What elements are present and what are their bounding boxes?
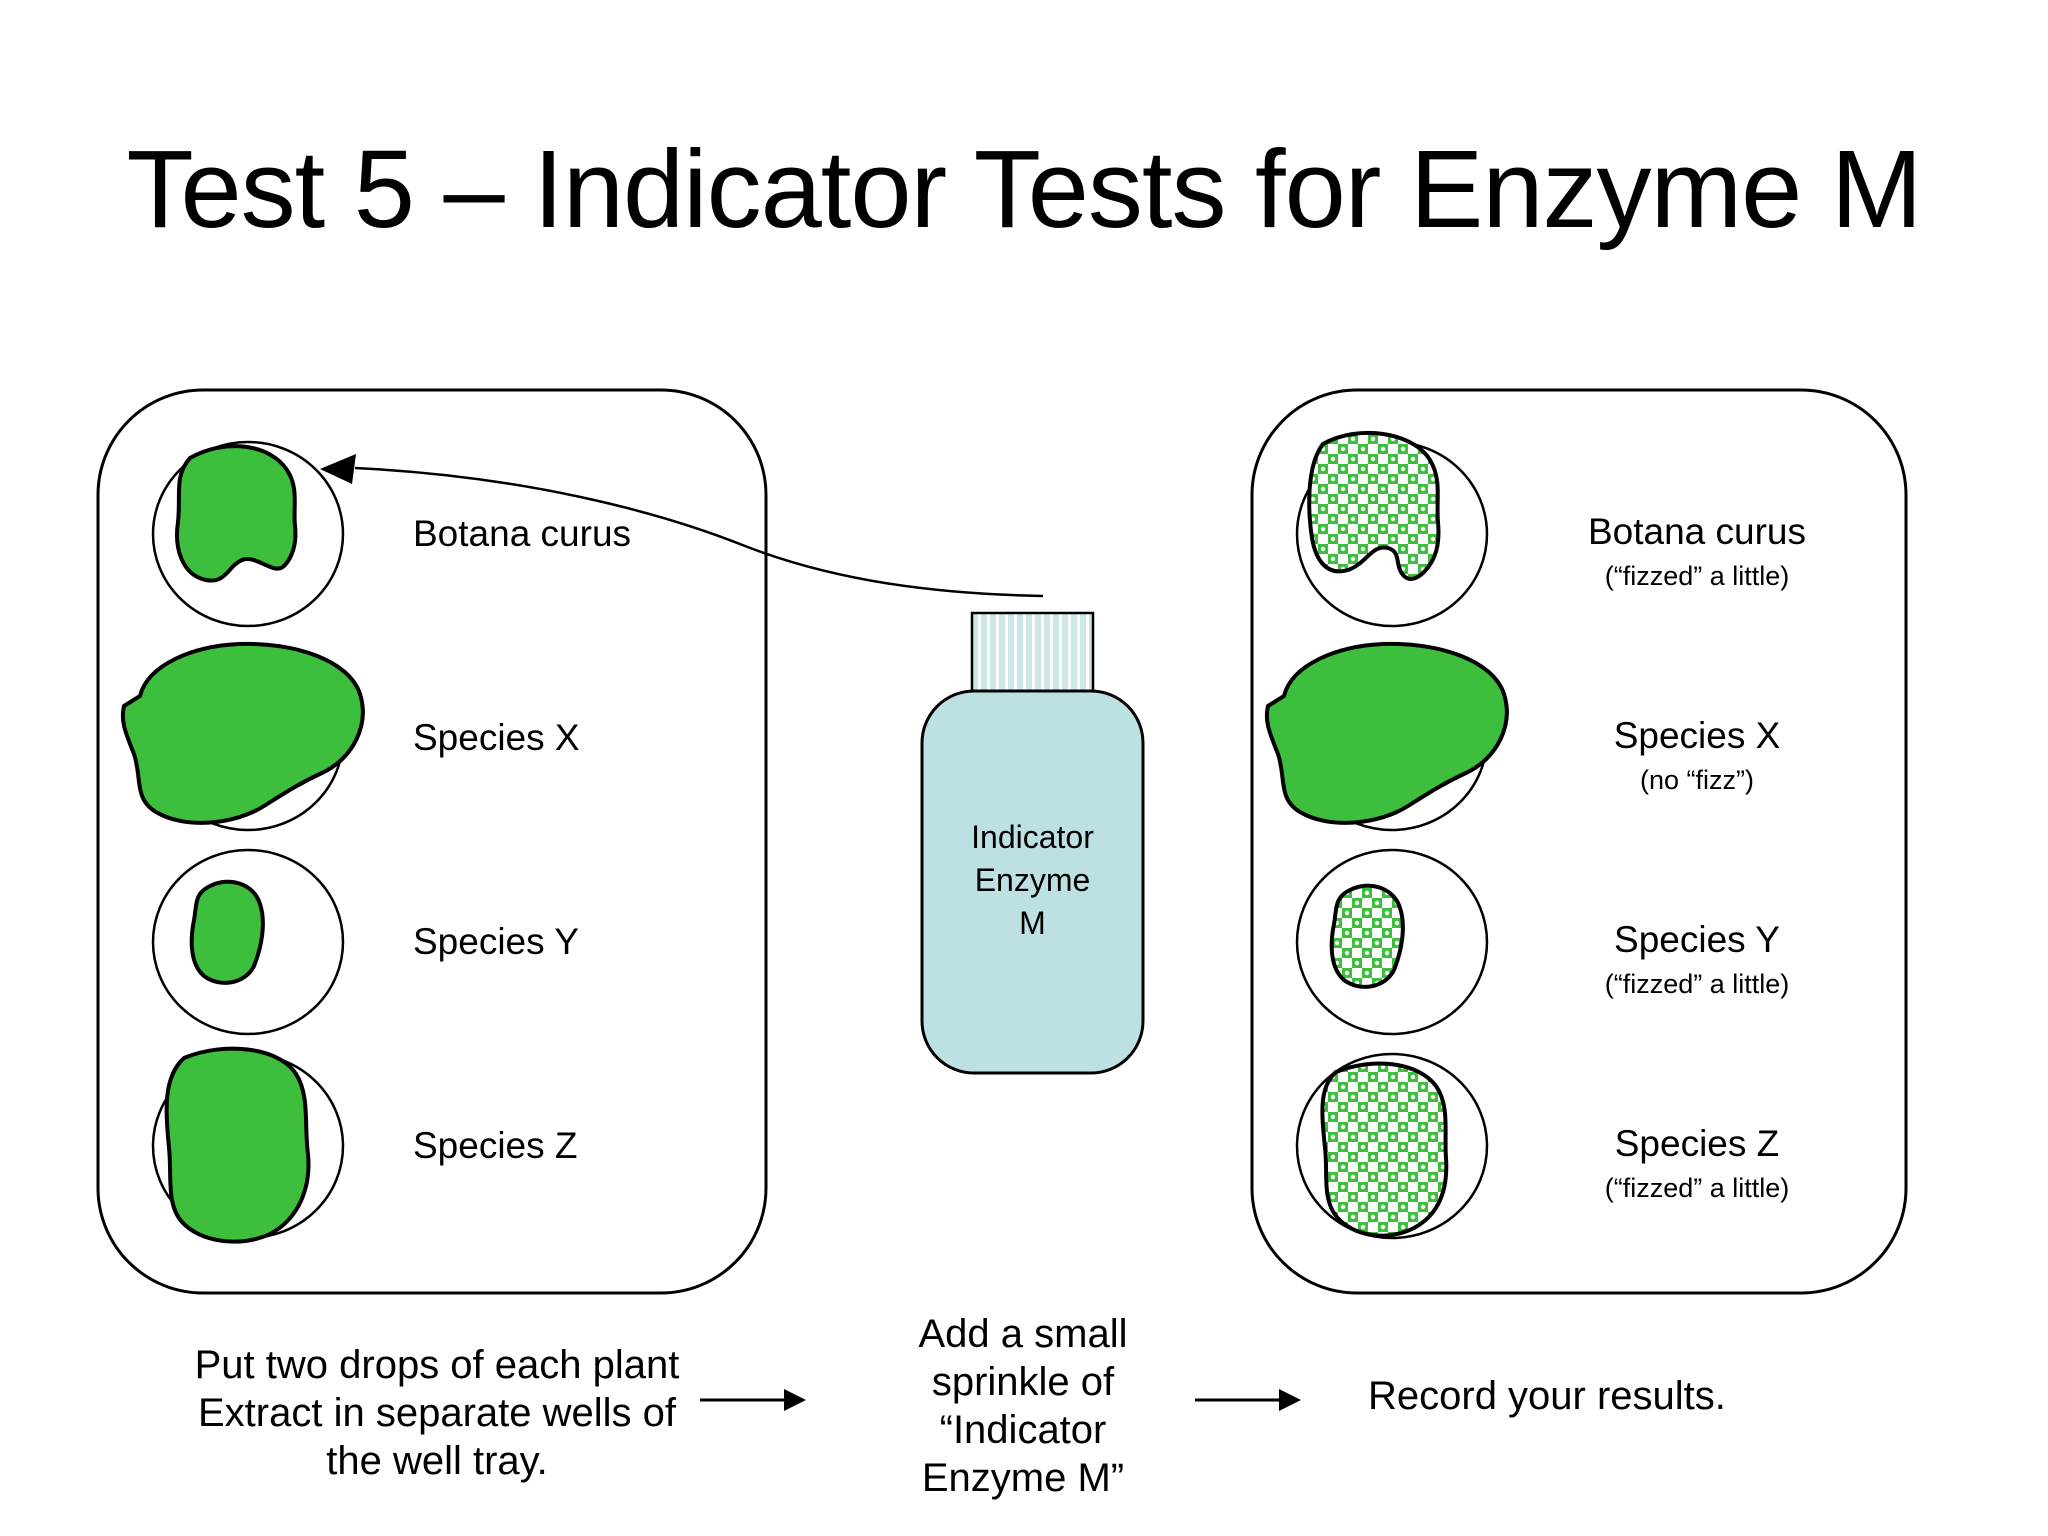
- curve-arrowhead-icon: [320, 454, 356, 484]
- step1-instruction: Put two drops of each plant Extract in s…: [177, 1341, 697, 1485]
- right-label-species-z: Species Z: [1614, 1123, 1780, 1164]
- bottle-body: [920, 689, 1145, 1075]
- bottle-label: Indicator Enzyme M: [922, 816, 1143, 945]
- result-blob-species-z-fizzed: [1320, 1061, 1449, 1238]
- extract-blob-botana-curus: [175, 444, 298, 583]
- right-label-group-species-x: Species X (no “fizz”): [1502, 710, 1892, 798]
- extract-blob-species-y: [189, 879, 265, 985]
- result-blob-species-y-fizzed: [1329, 883, 1405, 989]
- step2-line2: sprinkle of: [931, 1360, 1115, 1404]
- bottle-label-line1: Indicator: [971, 819, 1094, 855]
- extract-blob-species-x: [120, 641, 365, 825]
- step3-line1: Record your results.: [1368, 1374, 1726, 1418]
- step1-line1: Put two drops of each plant: [194, 1343, 680, 1387]
- step1-line3: the well tray.: [326, 1439, 548, 1483]
- right-label-species-y: Species Y: [1614, 919, 1780, 960]
- right-result-species-y: (“fizzed” a little): [1604, 969, 1790, 999]
- step2-line1: Add a small: [918, 1312, 1128, 1356]
- result-blob-species-x-solid: [1264, 641, 1509, 825]
- left-label-species-x: Species X: [413, 717, 580, 758]
- right-label-botana-curus: Botana curus: [1587, 511, 1807, 552]
- step2-instruction: Add a small sprinkle of “Indicator Enzym…: [873, 1310, 1173, 1502]
- left-label-species-y: Species Y: [413, 921, 579, 962]
- bottle-to-well-curve: [354, 466, 1044, 598]
- right-result-species-z: (“fizzed” a little): [1604, 1173, 1790, 1203]
- step1-line2: Extract in separate wells of: [198, 1391, 676, 1435]
- step2-line4: Enzyme M”: [921, 1456, 1125, 1500]
- step2-arrowhead-icon: [1279, 1389, 1301, 1411]
- right-label-species-x: Species X: [1613, 715, 1781, 756]
- right-result-botana-curus: (“fizzed” a little): [1604, 561, 1790, 591]
- bottle-label-line3: M: [1019, 905, 1046, 941]
- bottle-label-line2: Enzyme: [974, 862, 1091, 898]
- right-label-group-species-y: Species Y (“fizzed” a little): [1502, 914, 1892, 1002]
- step2-line3: “Indicator: [939, 1408, 1107, 1452]
- step3-instruction: Record your results.: [1368, 1372, 1788, 1420]
- result-blob-botana-curus-fizzed: [1307, 431, 1441, 581]
- bottle-cap: [970, 611, 1095, 694]
- step1-arrowhead-icon: [784, 1389, 806, 1411]
- right-label-group-botana-curus: Botana curus (“fizzed” a little): [1502, 506, 1892, 594]
- left-label-species-z: Species Z: [413, 1125, 578, 1166]
- left-label-botana-curus: Botana curus: [413, 513, 632, 554]
- slide-title: Test 5 – Indicator Tests for Enzyme M: [126, 128, 1922, 251]
- right-label-group-species-z: Species Z (“fizzed” a little): [1502, 1118, 1892, 1206]
- right-result-species-x: (no “fizz”): [1640, 765, 1754, 795]
- extract-blob-species-z: [164, 1046, 311, 1244]
